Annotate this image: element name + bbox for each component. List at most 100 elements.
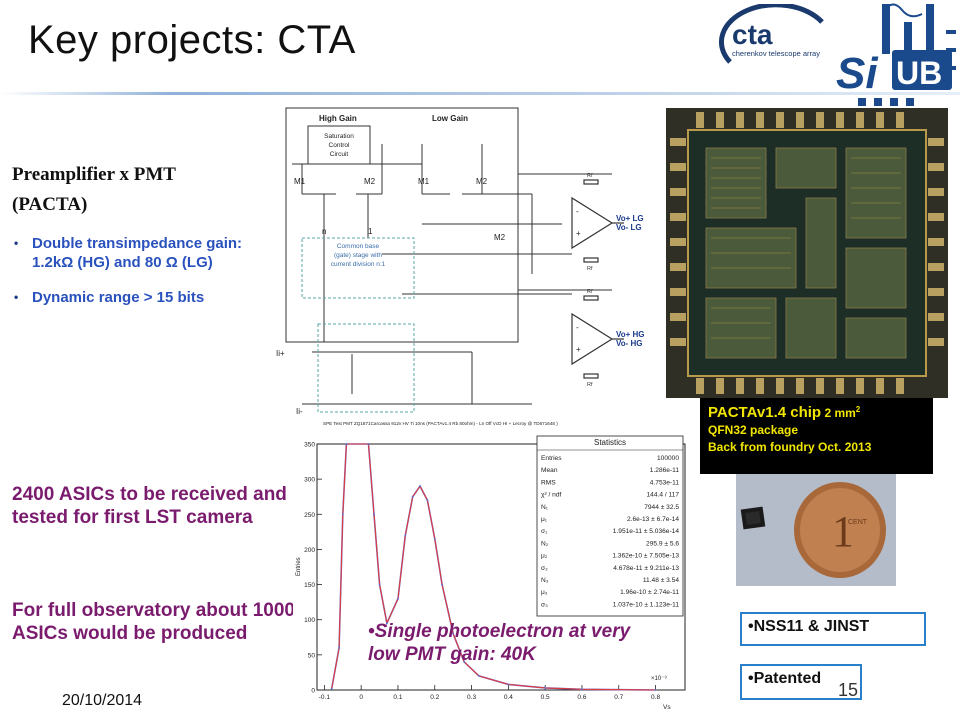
schematic-rf-3: Rf [587,289,593,295]
cta-logo-subtext: cherenkov telescope array [732,49,820,58]
siub-logo-si: Si [836,49,878,98]
schematic-common-base-2: (gate) stage with [334,252,382,259]
pacta-schematic: High Gain Low Gain Saturation Control Ci… [276,107,645,416]
spe-histogram: SPE Test PMT ZQ1871Carcassa 912v HV Ti 1… [293,416,693,712]
data-point [378,583,381,586]
stats-key: σ₁ [541,528,548,535]
coin-unit: CENT [848,519,868,526]
stats-value: 1.286e-11 [650,467,680,474]
footer-date: 20/10/2014 [62,692,143,709]
stats-key: μ₂ [541,553,548,560]
preamplifier-heading-line2: (PACTA) [12,194,88,215]
stats-value: 1.96e-10 ± 2.74e-11 [620,589,679,596]
preamplifier-heading-line1: Preamplifier x PMT [12,164,176,185]
y-tick-label: 0 [311,688,315,695]
data-point [463,661,466,663]
x-tick-label: 0.2 [430,694,439,701]
x-tick-label: 0.4 [504,694,513,701]
schematic-m1-hg: M1 [294,177,306,186]
plot-x-exponent: ×10⁻⁹ [651,675,667,682]
stats-value: 1.362e-10 ± 7.505e-13 [612,553,679,560]
schematic-saturation-3: Circuit [330,151,349,158]
schematic-m1-lg: M1 [418,177,430,186]
plot-header: SPE Test PMT ZQ1871Carcassa 912v HV Ti 1… [323,421,558,426]
schematic-m2-hg: M2 [364,177,376,186]
chip-die-photo [666,108,948,398]
data-point [419,485,421,488]
x-tick-label: 0.8 [651,694,660,701]
stats-value: 295.9 ± 5.6 [646,540,679,547]
stats-key: N₂ [541,540,549,547]
stats-value: 4.753e-11 [650,479,680,486]
fit-line [331,443,656,691]
stats-key: σ₃ [541,601,548,608]
data-point [404,534,407,537]
x-tick-label: 0.6 [577,694,586,701]
chip-caption-package: QFN32 package [708,423,799,437]
data-point [441,583,443,586]
schematic-hg-plus: + [576,345,581,354]
data-point [654,689,657,691]
bullet-transimpedance: Double transimpedance gain: 1.2kΩ (HG) a… [14,234,286,272]
chip-caption-foundry: Back from foundry Oct. 2013 [708,440,872,454]
schematic-ii-plus: Ii+ [276,349,285,358]
stats-value: 144.4 / 117 [646,492,679,499]
asics-lst-text: 2400 ASICs to be received and tested for… [12,484,287,528]
stats-key: RMS [541,479,556,486]
preamplifier-heading: Preamplifier x PMT (PACTA) [12,160,176,220]
y-tick-label: 150 [304,582,315,589]
schematic-vo-minus-hg: Vo- HG [616,339,643,348]
schematic-n: n [322,227,326,236]
y-tick-label: 300 [304,477,315,484]
chip-caption-area-sup: 2 [855,405,861,414]
schematic-rf-1: Rf [587,173,593,179]
schematic-vo-plus-lg: Vo+ LG [616,214,644,223]
data-point [386,622,388,625]
publication-tag: •NSS11 & JINST [740,612,926,646]
data-point [411,495,414,498]
stats-value: 4.678e-11 ± 9.211e-13 [613,565,679,572]
plot-series [330,443,657,691]
siub-logo: Si UB [836,3,956,106]
stats-key: N₁ [541,504,549,511]
stats-value: 100000 [657,455,679,462]
data-point [581,688,583,691]
schematic-common-base-3: current division n:1 [331,261,386,268]
feature-bullets: Double transimpedance gain: 1.2kΩ (HG) a… [14,234,286,323]
x-tick-label: 0 [359,694,363,701]
data-point [345,443,348,445]
data-point [507,683,510,686]
x-tick-label: 0.1 [393,694,402,701]
schematic-rf-4: Rf [587,382,593,388]
chip-caption-title: PACTAv1.4 chip [708,404,822,421]
data-point [426,499,429,502]
y-tick-label: 250 [304,512,315,519]
bullet-dynamic-range: Dynamic range > 15 bits [14,288,286,307]
schematic-rf-2: Rf [587,266,593,272]
x-tick-label: 0.3 [467,694,476,701]
schematic-saturation-1: Saturation [324,133,354,140]
y-tick-label: 350 [304,442,315,449]
stats-key: μ₁ [541,516,548,523]
stats-value: 1.037e-10 ± 1.123e-11 [613,601,680,608]
stats-key: N₃ [541,577,549,584]
patented-tag: •Patented [740,664,862,700]
asics-full-text: For full observatory about 100000 ASICs … [12,600,317,644]
data-point [478,675,480,677]
page-number: 15 [838,680,859,700]
data-point [373,513,375,516]
y-tick-label: 200 [304,547,315,554]
title-divider [0,92,960,95]
data-point [544,687,547,689]
schematic-hg-minus: - [576,323,579,332]
stats-value: 7944 ± 32.5 [644,504,679,511]
schematic-m2-lg: M2 [476,177,488,186]
stats-value: 11.48 ± 3.54 [643,577,679,584]
schematic-one: 1 [368,227,373,236]
stats-key: μ₃ [541,589,548,596]
y-tick-label: 100 [304,617,315,624]
cta-logo-text: cta [732,19,773,50]
data-point [341,513,344,516]
